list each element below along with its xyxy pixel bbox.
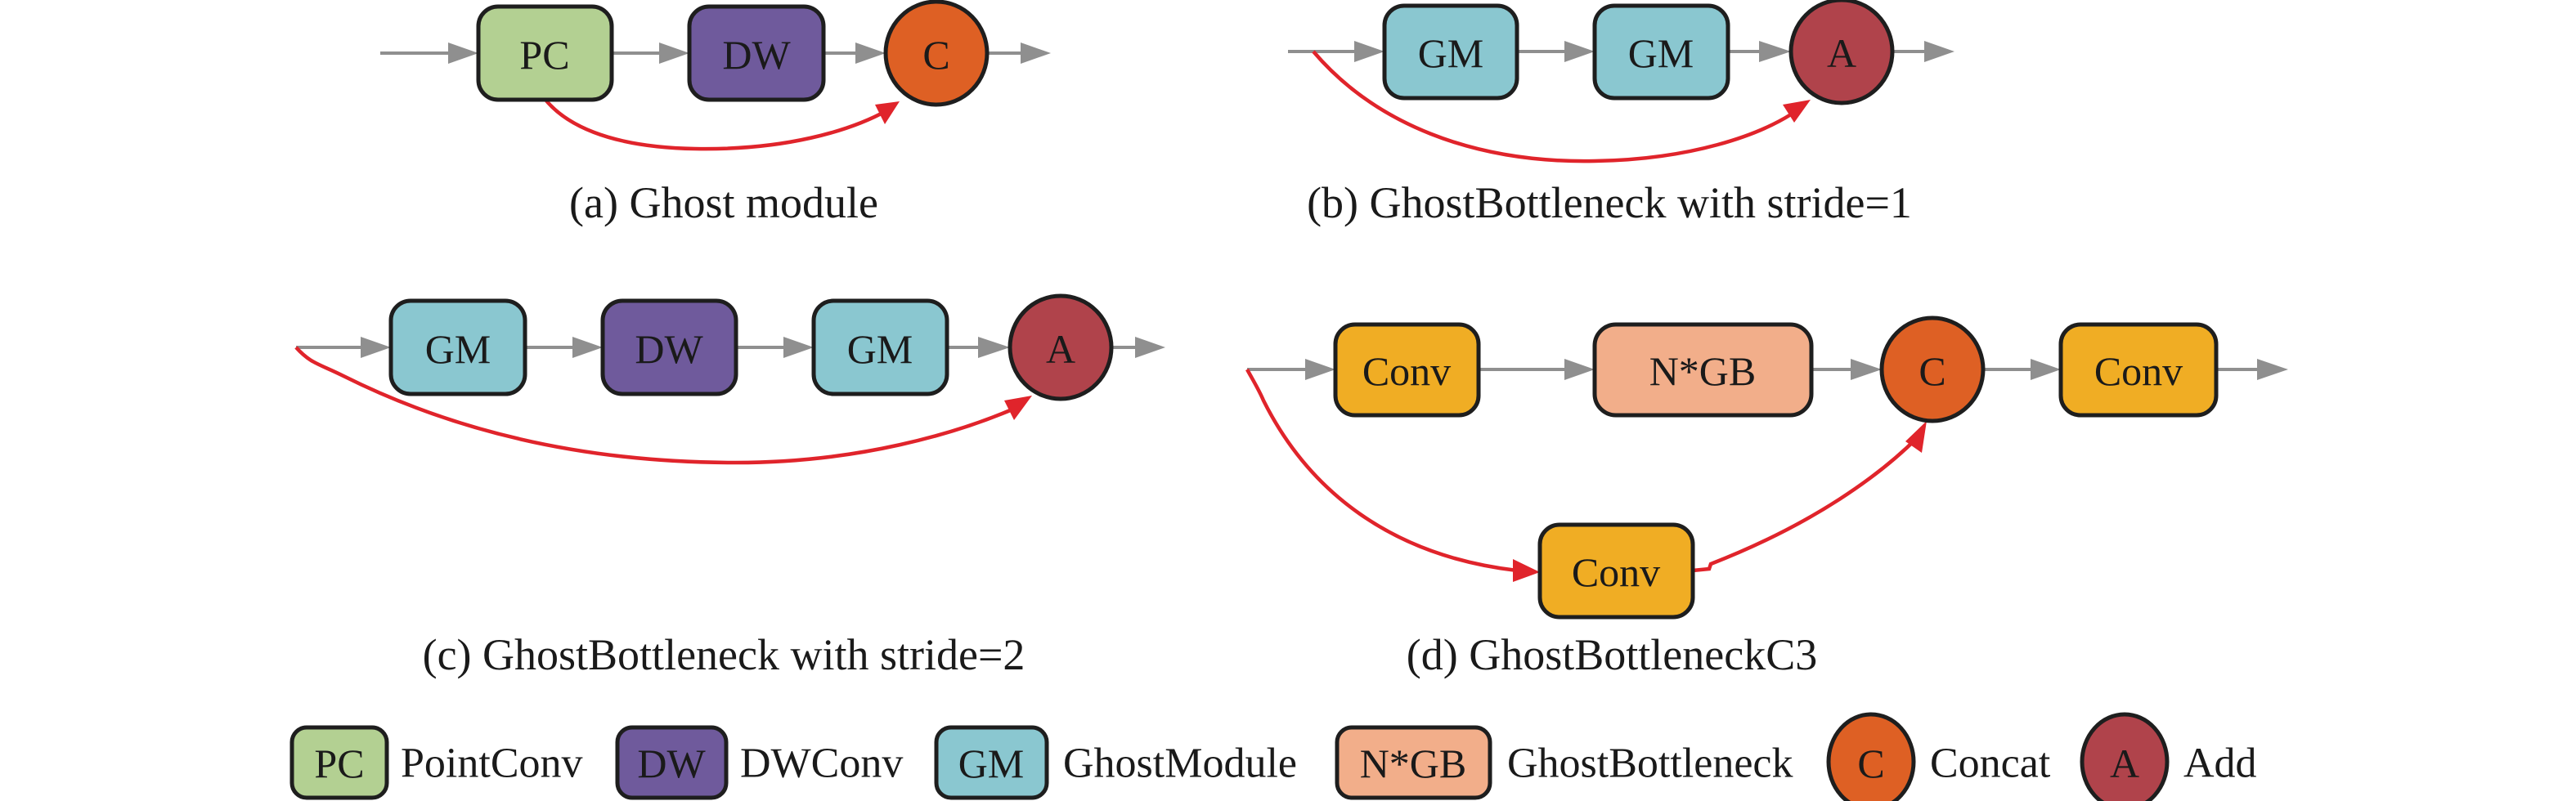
flow-arrow [1517, 41, 1595, 62]
node-add: A [1008, 293, 1114, 401]
legend-label: GhostBottleneck [1507, 741, 1793, 787]
node-ghostmodule: GM [811, 298, 949, 396]
node-concat: C [883, 0, 990, 107]
legend-symbol: PC [314, 741, 364, 786]
node-add: A [1788, 0, 1895, 105]
node-label: PC [519, 32, 569, 78]
node-conv: Conv [1537, 522, 1695, 620]
flow-arrow [380, 43, 478, 64]
node-label: C [922, 32, 949, 78]
node-label: N*GB [1649, 348, 1757, 394]
node-label: GM [1418, 30, 1484, 76]
legend-item-add: A Add [2080, 712, 2257, 801]
flow-arrow [1728, 41, 1791, 62]
skip-connection-arrow [294, 346, 1032, 465]
legend-symbol: GM [958, 741, 1025, 786]
caption-panel-b: (b) GhostBottleneck with stride=1 [1307, 178, 1912, 227]
node-ghostbottleneck: N*GB [1592, 322, 1814, 418]
panel-c-ghostbottleneck-stride2: GM DW GM A (c) GhostBottleneck with stri… [294, 293, 1165, 679]
panel-d-ghostbottleneck-c3: Conv N*GB C Conv Conv (d) GhostBottlenec… [1245, 315, 2288, 679]
legend-symbol: A [2110, 741, 2139, 786]
node-label: GM [1628, 30, 1694, 76]
flow-arrow [1811, 359, 1882, 380]
skip-connection-arrow [544, 98, 900, 151]
legend-item-ghostmodule: GM GhostModule [934, 725, 1297, 800]
flow-arrow [1983, 359, 2061, 380]
skip-connection-arrow [1692, 421, 1927, 573]
skip-connection-arrow [1245, 368, 1540, 582]
flow-arrow [736, 337, 814, 358]
node-ghostmodule: GM [1382, 3, 1519, 101]
node-ghostmodule: GM [388, 298, 527, 396]
flow-arrow [1892, 41, 1954, 62]
legend-item-dwconv: DW DWConv [615, 725, 903, 800]
flow-arrow [296, 337, 391, 358]
flow-arrow [1479, 359, 1595, 380]
legend-item-ghostbottleneck: N*GB GhostBottleneck [1335, 725, 1793, 800]
caption-panel-d: (d) GhostBottleneckC3 [1407, 630, 1817, 679]
legend-symbol: N*GB [1360, 741, 1467, 786]
flow-arrow [947, 337, 1010, 358]
legend-label: DWConv [740, 741, 903, 787]
flow-arrow [1247, 359, 1335, 380]
legend-symbol: C [1857, 741, 1884, 786]
skip-connection-arrow [1312, 50, 1811, 163]
legend-item-pointconv: PC PointConv [289, 725, 583, 800]
legend-label: PointConv [401, 741, 583, 787]
flow-arrow [525, 337, 603, 358]
node-label: GM [847, 326, 913, 372]
node-label: GM [425, 326, 491, 372]
flow-arrow [824, 43, 886, 64]
flow-arrow [987, 43, 1051, 64]
node-label: A [1046, 326, 1075, 372]
caption-panel-a: (a) Ghost module [569, 178, 878, 227]
flow-arrow [612, 43, 689, 64]
node-label: DW [722, 32, 791, 78]
legend-label: Concat [1930, 741, 2051, 787]
node-dwconv: DW [600, 298, 738, 396]
legend: PC PointConv DW DWConv GM GhostModule N*… [289, 712, 2257, 801]
node-dwconv: DW [687, 4, 826, 102]
flow-arrow [2216, 359, 2288, 380]
legend-item-concat: C Concat [1826, 712, 2051, 801]
node-pointconv: PC [476, 4, 614, 102]
node-conv: Conv [2058, 322, 2219, 418]
panel-b-ghostbottleneck-stride1: GM GM A (b) GhostBottleneck with stride=… [1288, 0, 1954, 227]
node-concat: C [1879, 315, 1986, 423]
node-label: DW [635, 326, 703, 372]
legend-symbol: DW [637, 741, 706, 786]
panel-a-ghost-module: PC DW C (a) Ghost module [380, 0, 1051, 227]
legend-label: Add [2183, 741, 2257, 787]
node-label: C [1919, 348, 1945, 394]
node-label: A [1827, 30, 1856, 76]
node-label: Conv [1572, 549, 1660, 595]
flow-arrow [1111, 337, 1165, 358]
caption-panel-c: (c) GhostBottleneck with stride=2 [423, 630, 1025, 679]
legend-label: GhostModule [1063, 741, 1297, 787]
node-label: Conv [1362, 348, 1451, 394]
node-conv: Conv [1333, 322, 1481, 418]
node-ghostmodule: GM [1592, 3, 1730, 101]
flow-arrow [1288, 41, 1384, 62]
node-label: Conv [2094, 348, 2183, 394]
